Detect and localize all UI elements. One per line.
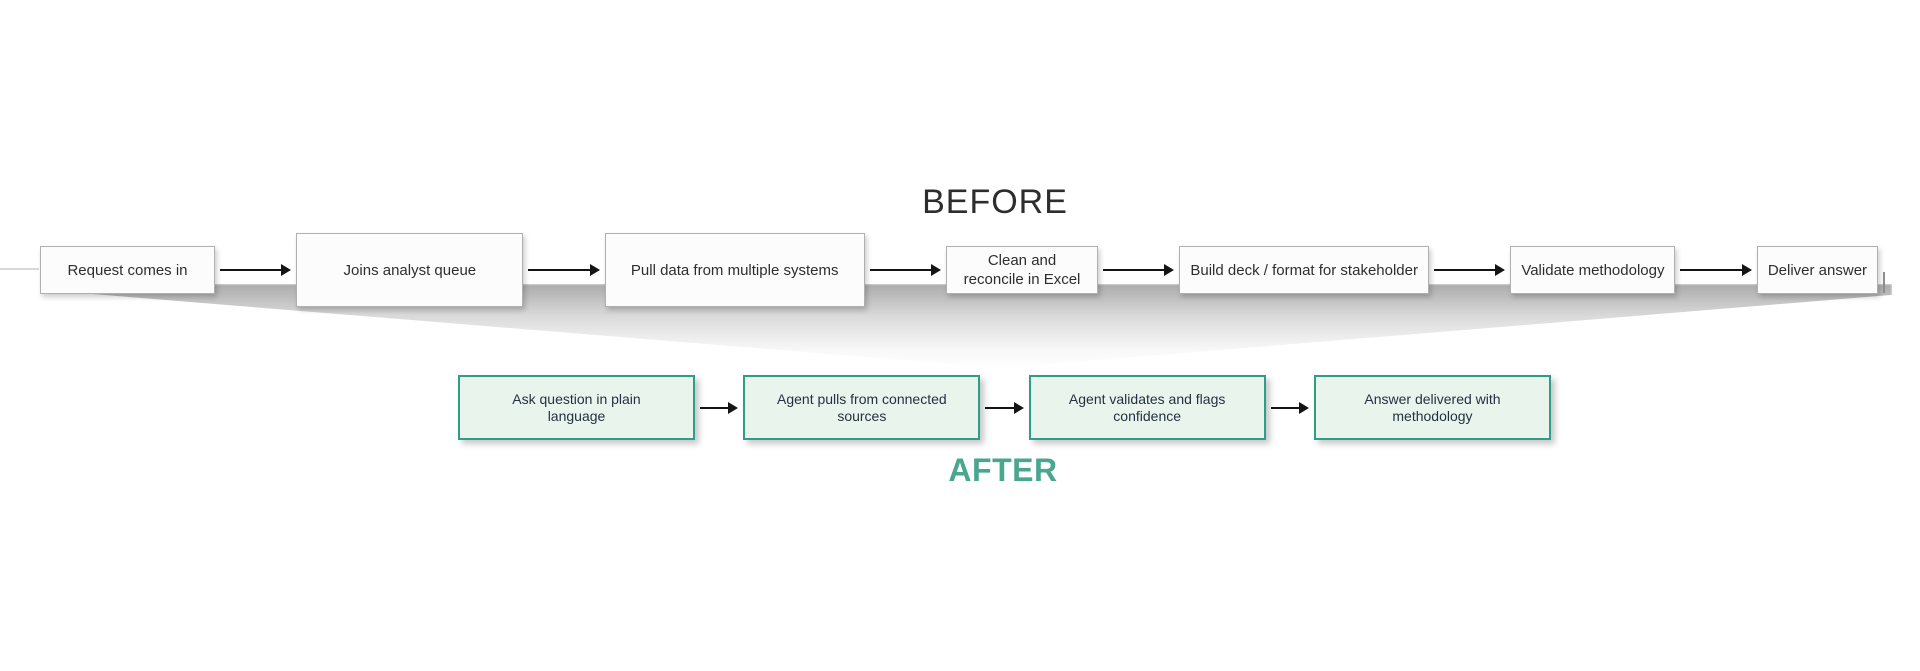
flow-arrow bbox=[528, 264, 600, 276]
flow-arrow bbox=[1433, 264, 1506, 276]
after-step-label: Answer delivered with methodology bbox=[1364, 390, 1501, 424]
arrow-line bbox=[528, 269, 591, 271]
after-process-row: Ask question in plain language Agent pul… bbox=[458, 375, 1551, 440]
before-step-label: Deliver answer bbox=[1767, 261, 1868, 279]
arrow-line bbox=[1103, 269, 1166, 271]
before-step-label: Validate methodology bbox=[1521, 261, 1665, 279]
after-step-label: Agent validates and flags confidence bbox=[1068, 390, 1226, 424]
flow-arrow bbox=[1680, 264, 1752, 276]
arrow-line bbox=[1433, 269, 1497, 271]
arrow-right-icon bbox=[1298, 401, 1309, 414]
arrow-right-icon bbox=[931, 264, 942, 276]
flow-arrow bbox=[1103, 264, 1175, 276]
arrow-line bbox=[1270, 406, 1300, 409]
arrow-right-icon bbox=[281, 264, 292, 276]
flow-arrow bbox=[1270, 401, 1309, 414]
flow-arrow bbox=[700, 401, 739, 414]
before-step-pull-data: Pull data from multiple systems bbox=[604, 233, 865, 307]
before-step-request: Request comes in bbox=[40, 246, 215, 294]
before-step-label: Joins analyst queue bbox=[343, 261, 477, 279]
before-step-label: Clean and reconcile in Excel bbox=[963, 252, 1081, 288]
incoming-flow-line bbox=[0, 268, 39, 270]
flow-arrow bbox=[869, 264, 942, 276]
arrow-line bbox=[1680, 269, 1743, 271]
before-section-title: BEFORE bbox=[922, 183, 1068, 221]
arrow-right-icon bbox=[728, 401, 739, 414]
before-step-label: Pull data from multiple systems bbox=[630, 261, 839, 279]
flow-arrow bbox=[985, 401, 1024, 414]
before-step-clean-excel: Clean and reconcile in Excel bbox=[946, 246, 1099, 294]
arrow-right-icon bbox=[1164, 264, 1175, 276]
before-step-build-deck: Build deck / format for stakeholder bbox=[1179, 246, 1429, 294]
before-step-label: Build deck / format for stakeholder bbox=[1190, 261, 1418, 279]
after-step-label: Agent pulls from connected sources bbox=[777, 390, 947, 424]
arrow-right-icon bbox=[1495, 264, 1506, 276]
arrow-right-icon bbox=[589, 264, 600, 276]
arrow-right-icon bbox=[1741, 264, 1752, 276]
outgoing-flow-edge bbox=[1883, 272, 1885, 293]
arrow-line bbox=[700, 406, 730, 409]
before-step-label: Request comes in bbox=[67, 261, 188, 279]
before-step-validate: Validate methodology bbox=[1510, 246, 1676, 294]
after-step-agent-pulls: Agent pulls from connected sources bbox=[743, 375, 981, 440]
after-step-label: Ask question in plain language bbox=[512, 390, 641, 424]
after-step-agent-validates: Agent validates and flags confidence bbox=[1028, 375, 1266, 440]
flow-arrow bbox=[220, 264, 292, 276]
after-step-ask-question: Ask question in plain language bbox=[458, 375, 695, 440]
arrow-right-icon bbox=[1013, 401, 1024, 414]
after-section-title: AFTER bbox=[948, 452, 1058, 488]
before-step-queue: Joins analyst queue bbox=[296, 233, 524, 307]
arrow-line bbox=[220, 269, 283, 271]
before-process-row: Request comes in Joins analyst queue Pul… bbox=[40, 233, 1879, 307]
after-step-answer-delivered: Answer delivered with methodology bbox=[1313, 375, 1551, 440]
arrow-line bbox=[985, 406, 1015, 409]
arrow-line bbox=[869, 269, 933, 271]
before-step-deliver: Deliver answer bbox=[1756, 246, 1879, 294]
